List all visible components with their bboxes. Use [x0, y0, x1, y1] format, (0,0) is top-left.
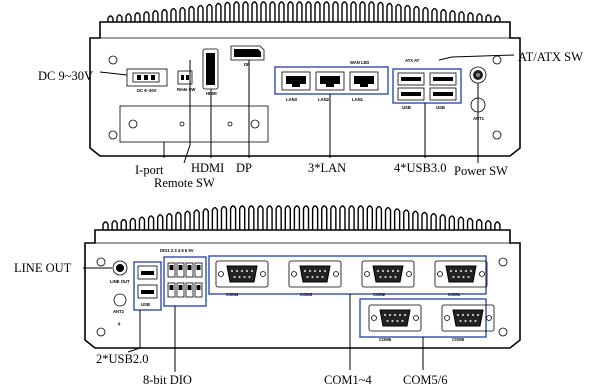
com5-silk: COM5	[452, 337, 465, 342]
com2-silk: COM2	[373, 292, 386, 297]
top-heatsink-fins	[107, 1, 501, 22]
lan2-silk: LAN2	[318, 97, 330, 102]
dio-callout: 8-bit DIO	[143, 373, 192, 387]
displayport-port: DP	[230, 45, 265, 67]
com6-silk: COM6	[379, 337, 392, 342]
iport-module	[119, 105, 269, 143]
com5-6-callout: COM5/6	[403, 373, 447, 387]
remote-silk-label: Rmte SW	[177, 87, 195, 92]
dp-callout: DP	[236, 161, 252, 175]
usb20-callout: 2*USB2.0	[96, 352, 148, 366]
ant2-silk: ANT2	[113, 309, 125, 314]
lan1-silk: LAN1	[352, 97, 364, 102]
usb30-callout: 4*USB3.0	[394, 161, 446, 175]
lan3-silk: LAN3	[286, 97, 298, 102]
line-out-jack: LINE OUT ANT2 ⏚	[110, 260, 130, 327]
top-panel: DC 9~30V Rmte SW HDMI DP	[38, 1, 583, 190]
usb20-silk: USB	[141, 302, 150, 307]
dc-silk-label: DC 9~30V	[137, 88, 157, 93]
bottom-heatsink-fins	[102, 205, 501, 230]
ant1-silk: ANT1	[473, 116, 485, 121]
usb-a-silk: USB	[402, 105, 411, 110]
dio-header: DIO1 2 3 4 5 6 5V	[160, 248, 207, 307]
line-out-silk: LINE OUT	[110, 279, 130, 284]
svg-text:WAN LED: WAN LED	[350, 60, 369, 65]
com1-4-callout: COM1~4	[324, 373, 372, 387]
hdmi-callout: HDMI	[191, 161, 224, 175]
dio-header-silk: DIO1 2 3 4 5 6 5V	[160, 248, 194, 253]
usb20-ports: USB	[133, 261, 162, 311]
iport-callout: I-port	[135, 163, 164, 177]
svg-text:ATX AT: ATX AT	[405, 58, 420, 63]
com3-silk: COM3	[300, 292, 313, 297]
bottom-chassis	[84, 229, 521, 349]
usb30-ports: USB USB ATX AT	[392, 58, 462, 110]
top-chassis	[89, 21, 521, 157]
power-sw-callout: Power SW	[454, 164, 508, 178]
com4-silk: COM4	[226, 292, 239, 297]
remote-switch-connector: Rmte SW	[177, 70, 195, 92]
lan-callout: 3*LAN	[308, 161, 346, 175]
com1-4-group: COM4 COM3 COM2 COM1	[208, 255, 488, 297]
usb-b-silk: USB	[436, 105, 445, 110]
lan-ports: WAN LED LAN3 LAN2 LAN1	[274, 60, 389, 102]
dp-silk-label: DP	[244, 62, 250, 67]
dc-power-connector: DC 9~30V	[126, 68, 168, 93]
com1-silk: COM1	[448, 292, 461, 297]
at-atx-callout: AT/ATX SW	[518, 50, 583, 64]
bottom-panel: LINE OUT ANT2 ⏚ USB DIO1 2 3 4 5 6 5V CO…	[14, 205, 521, 387]
dc-callout: DC 9~30V	[38, 69, 93, 83]
remote-sw-callout: Remote SW	[154, 176, 215, 190]
line-out-callout: LINE OUT	[14, 261, 72, 275]
svg-text:⏚: ⏚	[117, 320, 121, 327]
